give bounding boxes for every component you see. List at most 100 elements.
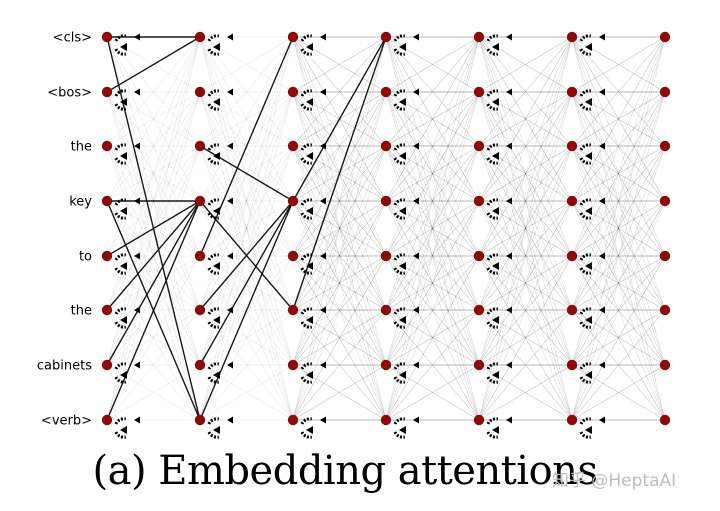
token-node [287, 86, 299, 98]
attention-edge [478, 145, 573, 366]
token-node [380, 140, 392, 152]
self-attention-arc [486, 321, 499, 329]
token-node [659, 304, 671, 316]
arrow-head-icon [306, 207, 313, 215]
attention-edge [571, 36, 666, 257]
arrow-head-icon [306, 426, 313, 434]
self-attention-arc [393, 376, 406, 384]
attention-edge [385, 200, 480, 366]
arrow-head-icon [413, 361, 419, 369]
arrow-head-icon [492, 262, 499, 270]
attention-edge [292, 36, 387, 93]
arrow-head-icon [120, 207, 127, 215]
arrow-head-icon [213, 98, 220, 106]
self-attention-arc [114, 267, 127, 275]
attention-edge [292, 364, 387, 421]
attention-edge [385, 145, 480, 202]
attention-edge [478, 200, 573, 366]
self-attention-arc [114, 376, 127, 384]
self-attention-arc [114, 362, 127, 370]
self-attention-arc [207, 431, 220, 439]
arrow-head-icon [399, 426, 406, 434]
arrow-head-icon [506, 197, 512, 205]
attention-edge [385, 36, 480, 311]
self-attention-arc [300, 103, 313, 111]
token-node [473, 304, 485, 316]
attention-edge [571, 200, 666, 366]
self-attention-arc [486, 198, 499, 206]
attention-edge [478, 200, 573, 366]
arrow-head-icon [134, 416, 140, 424]
token-label: <cls> [53, 31, 92, 46]
arrow-head-icon [506, 252, 512, 260]
self-attention-arc [486, 417, 499, 425]
self-attention-arc [300, 431, 313, 439]
arrow-head-icon [585, 152, 592, 160]
arrow-head-icon [585, 262, 592, 270]
attention-edge [385, 145, 480, 366]
token-node [287, 304, 299, 316]
token-node [194, 195, 206, 207]
self-attention-arc [300, 307, 313, 315]
arrow-head-icon [213, 371, 220, 379]
arrow-head-icon [413, 33, 419, 41]
arrow-head-icon [213, 207, 220, 215]
token-node [473, 414, 485, 426]
self-attention-arc [579, 253, 592, 261]
arrow-head-icon [585, 371, 592, 379]
attention-edge [199, 36, 294, 202]
arrow-head-icon [227, 416, 233, 424]
token-node [566, 86, 578, 98]
self-attention-arc [207, 253, 220, 261]
self-attention-arc [207, 198, 220, 206]
arrow-head-icon [599, 416, 605, 424]
self-attention-arc [579, 362, 592, 370]
attention-edge [571, 91, 666, 366]
token-node [380, 359, 392, 371]
token-node [473, 140, 485, 152]
token-node [566, 195, 578, 207]
self-attention-arc [300, 157, 313, 165]
attention-edge [478, 91, 573, 366]
token-node [566, 304, 578, 316]
arrow-head-icon [599, 197, 605, 205]
arrow-head-icon [227, 306, 233, 314]
self-attention-arc [393, 267, 406, 275]
attention-edge [571, 91, 666, 147]
self-attention-arc [393, 198, 406, 206]
self-attention-arc [579, 212, 592, 220]
token-node [659, 250, 671, 262]
attention-edge [292, 200, 387, 366]
attention-edge [478, 255, 573, 421]
attention-edge [571, 145, 666, 366]
arrow-head-icon [413, 197, 419, 205]
attention-edge [385, 364, 480, 421]
attention-edge [292, 145, 387, 257]
self-attention-arc [486, 143, 499, 151]
token-label: <verb> [41, 414, 92, 429]
self-attention-arc [486, 253, 499, 261]
arrow-head-icon [585, 316, 592, 324]
arrow-head-icon [306, 316, 313, 324]
attention-edge [106, 309, 201, 366]
token-label: the [71, 304, 92, 319]
token-node [566, 250, 578, 262]
attention-edge [478, 36, 573, 421]
self-attention-arc [486, 48, 499, 56]
token-node [380, 86, 392, 98]
self-attention-arc [579, 376, 592, 384]
attention-edge [571, 255, 666, 311]
token-node [659, 31, 671, 43]
attention-edge [199, 91, 294, 366]
attention-edge [292, 200, 387, 421]
attention-edge [478, 91, 573, 257]
attention-edge [199, 200, 294, 257]
arrow-head-icon [227, 88, 233, 96]
attention-edge [106, 36, 201, 147]
attention-edge [106, 145, 201, 202]
self-attention-arc [579, 48, 592, 56]
arrow-head-icon [599, 142, 605, 150]
attention-edge [385, 91, 480, 257]
self-attention-arc [114, 307, 127, 315]
attention-edge [571, 36, 666, 93]
